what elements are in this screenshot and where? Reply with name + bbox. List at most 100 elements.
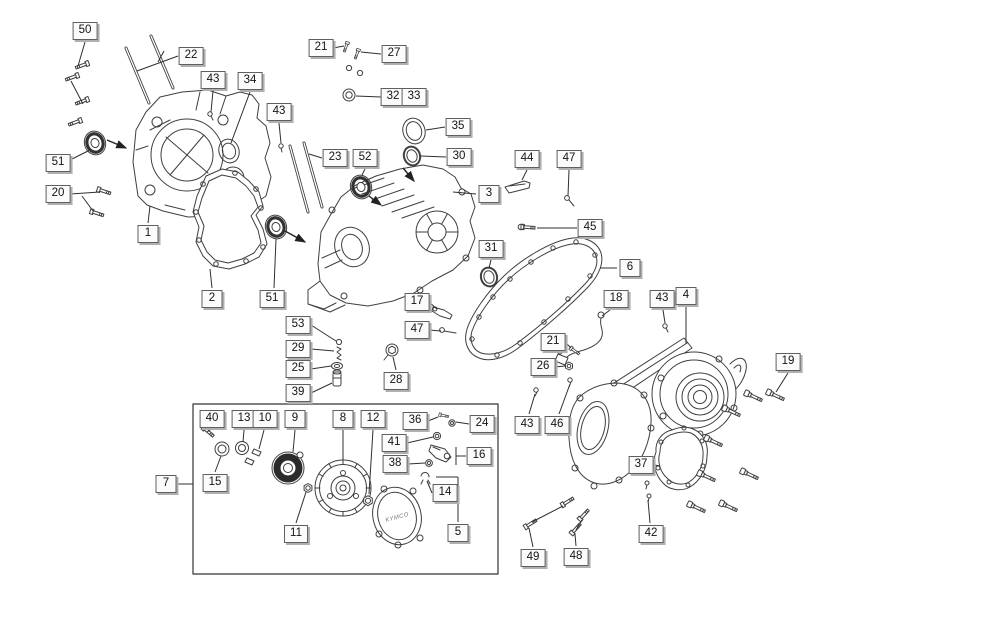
nut-12-art <box>363 495 373 507</box>
leader-line-22 <box>136 55 179 72</box>
part-gasket-37-art <box>653 425 708 491</box>
flywheel-8-art <box>314 459 372 517</box>
bolt-set-48-art <box>568 507 591 537</box>
assembly-arrow-3 <box>402 167 415 183</box>
leader-line-2 <box>209 268 213 289</box>
bolt-28-art <box>383 343 399 361</box>
assembly-arrows-layer <box>106 139 415 243</box>
leader-line-42 <box>647 499 651 524</box>
leader-line-43b <box>662 309 666 324</box>
screw-set-42-art <box>644 480 652 503</box>
leader-line-9 <box>292 429 296 453</box>
seal-31-art <box>479 266 499 288</box>
screw-46-art <box>567 377 573 388</box>
leader-line-15 <box>214 455 222 473</box>
assembly-arrow-1 <box>284 230 307 243</box>
clips-10-art <box>244 448 262 466</box>
oil-check-parts-art <box>331 338 343 387</box>
leader-line-35 <box>425 126 446 131</box>
leader-line-37 <box>653 464 661 467</box>
leader-lines-layer <box>69 41 789 548</box>
leader-line-39 <box>310 382 333 394</box>
seal-32-33-art <box>342 88 356 102</box>
leader-line-41 <box>406 436 434 444</box>
group-box-7 <box>192 403 499 575</box>
leader-line-44 <box>521 169 528 181</box>
leader-line-3 <box>452 191 477 195</box>
bearing-51-left-art <box>83 130 107 156</box>
leader-line-48-1 <box>575 519 583 531</box>
part-gasket-crankcase-art <box>192 168 268 270</box>
leader-line-24 <box>455 421 470 425</box>
leader-line-25 <box>310 365 332 370</box>
leader-line-47b <box>428 329 442 332</box>
nut-26-art <box>565 361 573 371</box>
leader-line-12 <box>368 429 374 495</box>
stator-9-art <box>271 451 305 485</box>
leader-line-26 <box>554 365 566 368</box>
leader-line-11 <box>295 491 307 524</box>
leader-line-18 <box>601 309 611 317</box>
leader-line-48 <box>574 533 577 547</box>
leader-line-51b <box>273 238 277 289</box>
leader-line-20 <box>69 191 101 195</box>
breather-parts-art <box>420 412 456 485</box>
seal-35-art <box>402 117 426 145</box>
leader-line-43c <box>528 393 536 415</box>
screw-47-mid-art <box>439 327 457 334</box>
leader-line-29 <box>310 348 335 352</box>
assembly-arrow-2 <box>368 195 383 206</box>
leader-line-23 <box>308 153 323 159</box>
leader-line-43a <box>210 90 214 113</box>
stud-set-22-art <box>124 34 175 105</box>
ring-13-art <box>235 441 249 455</box>
leader-line-32 <box>355 95 382 98</box>
leader-line-53 <box>310 324 337 342</box>
leader-line-17 <box>428 301 438 310</box>
screw-set-21-27-art <box>341 40 364 77</box>
leader-line-47a <box>567 169 570 197</box>
leader-line-14 <box>426 480 433 494</box>
leader-line-19 <box>775 372 789 393</box>
leader-line-22-1 <box>157 50 165 63</box>
leader-line-49 <box>528 527 534 548</box>
leader-line-52 <box>361 168 366 176</box>
leader-line-10 <box>258 429 265 450</box>
clip-17-art <box>431 306 453 320</box>
cover-5-art: KYMCO <box>372 485 424 549</box>
screw-47-top-art <box>564 195 575 207</box>
leader-line-21a <box>332 45 345 49</box>
leader-line-30 <box>420 155 447 158</box>
leader-line-20-1 <box>81 195 94 212</box>
assembly-arrow-0 <box>106 139 128 149</box>
stud-set-23-art <box>288 141 324 214</box>
nut-11-art <box>303 483 313 493</box>
bearing-52-art <box>349 174 373 200</box>
leader-line-38 <box>407 462 426 465</box>
bolt-set-20-art <box>88 186 112 219</box>
leader-line-21b <box>564 341 572 349</box>
part-crankcase-right-art <box>307 164 476 313</box>
seal-34-art <box>218 138 240 164</box>
leader-line-1 <box>147 205 151 224</box>
leader-line-28 <box>392 356 397 371</box>
washer-15-art <box>214 441 230 457</box>
leader-line-50-1 <box>70 80 84 105</box>
bearing-51-right-art <box>264 214 288 240</box>
leader-line-36 <box>427 416 439 422</box>
part-gasket-belt-cover-art <box>465 237 603 361</box>
sensor-wire-18-art <box>554 311 605 366</box>
leader-line-51a <box>69 149 91 161</box>
leader-line-43d <box>278 122 282 144</box>
bolt-45-art <box>517 223 536 231</box>
leader-line-31 <box>488 259 492 269</box>
bracket-44-art <box>504 180 531 194</box>
leader-line-13 <box>242 429 245 443</box>
leader-line-49-1 <box>531 505 564 523</box>
leader-line-34 <box>230 91 251 144</box>
leader-line-46 <box>558 383 571 415</box>
leader-line-40 <box>206 429 211 433</box>
leader-line-27 <box>360 51 382 55</box>
